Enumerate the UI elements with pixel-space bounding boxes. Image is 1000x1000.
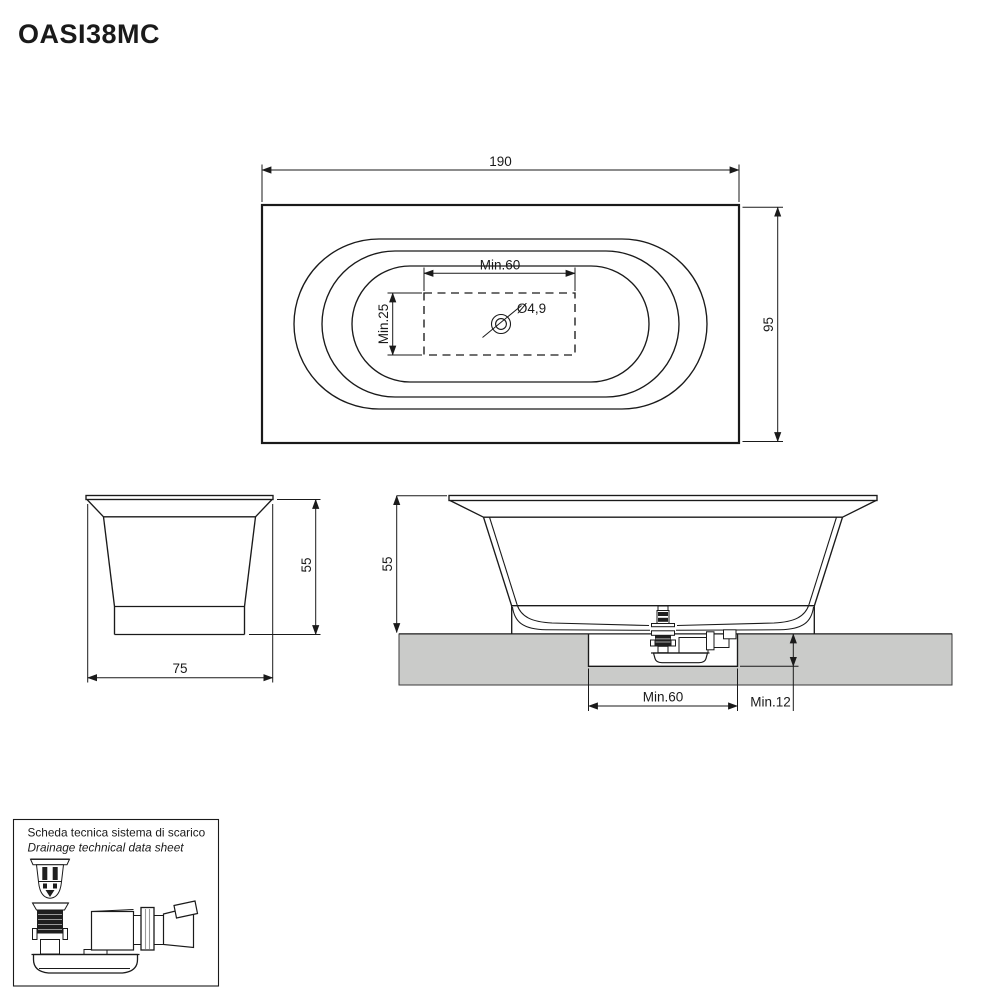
- drain-zone-width-label: Min.60: [480, 258, 521, 273]
- recess-depth-label: Min.12: [750, 695, 791, 710]
- basin-floor-contour: [351, 265, 650, 383]
- overall-width-label: 190: [489, 154, 512, 169]
- side-wall-left-inner: [488, 517, 518, 605]
- drain-hole-outer: [490, 313, 512, 335]
- dim-overall-width: 190: [261, 154, 740, 202]
- overall-depth-label: 95: [761, 317, 776, 332]
- drainage-sheet-border: [12, 818, 220, 987]
- rim-inner-contour: [321, 250, 680, 398]
- top-view-outline: [260, 203, 741, 445]
- end-rim: [85, 494, 274, 501]
- dim-drain-zone-depth: Min.25: [376, 292, 422, 356]
- side-view: 55 Min.60 Min.12: [380, 494, 953, 711]
- end-view: 55 75: [85, 494, 321, 683]
- dim-side-height: 55: [380, 495, 447, 634]
- drainage-sheet: Scheda tecnica sistema di scarico Draina…: [12, 818, 220, 987]
- drain-hole-inner: [495, 318, 507, 330]
- trap-dish-illustration: [31, 949, 140, 974]
- waste-fitting-top: [651, 605, 675, 628]
- trap-dish: [652, 652, 709, 664]
- side-wall-right-inner: [808, 517, 838, 605]
- drain-leader-line: [482, 305, 522, 338]
- end-width-label: 75: [172, 661, 187, 676]
- drain-zone-depth-label: Min.25: [376, 304, 391, 345]
- top-view: Ø4,9 190 95 Min.60 Min.25: [260, 154, 783, 445]
- side-rim: [448, 494, 878, 502]
- dim-recess-depth: Min.12: [740, 633, 799, 711]
- trap-nut: [706, 631, 715, 651]
- page-title: OASI38MC: [18, 19, 160, 49]
- trap-outlet-illustration: [90, 900, 199, 951]
- drain-diameter-label: Ø4,9: [517, 301, 546, 316]
- drain-zone-dashed-rect: [423, 292, 576, 356]
- waste-trap-assembly: [650, 629, 737, 664]
- side-wall-left-outer: [482, 516, 513, 607]
- side-wall-right-outer: [813, 516, 844, 607]
- drain-waste-illustration: [31, 902, 70, 955]
- drainage-sheet-title-en: Drainage technical data sheet: [28, 841, 185, 855]
- dim-drain-zone-width: Min.60: [423, 258, 576, 291]
- dim-end-width: 75: [87, 504, 274, 683]
- trap-coupling: [723, 629, 737, 640]
- rim-outer-contour: [293, 238, 708, 410]
- drain-plug-illustration: [29, 858, 71, 899]
- end-height-label: 55: [299, 557, 314, 572]
- trap-body: [678, 637, 709, 654]
- end-wall-left: [102, 516, 116, 607]
- dim-recess-width: Min.60: [587, 668, 739, 711]
- dim-end-height: 55: [249, 498, 321, 636]
- side-height-label: 55: [380, 556, 395, 571]
- dim-overall-depth: 95: [742, 206, 783, 443]
- recess-width-label: Min.60: [643, 690, 684, 705]
- drainage-sheet-title-it: Scheda tecnica sistema di scarico: [28, 826, 206, 840]
- end-wall-right: [243, 516, 257, 607]
